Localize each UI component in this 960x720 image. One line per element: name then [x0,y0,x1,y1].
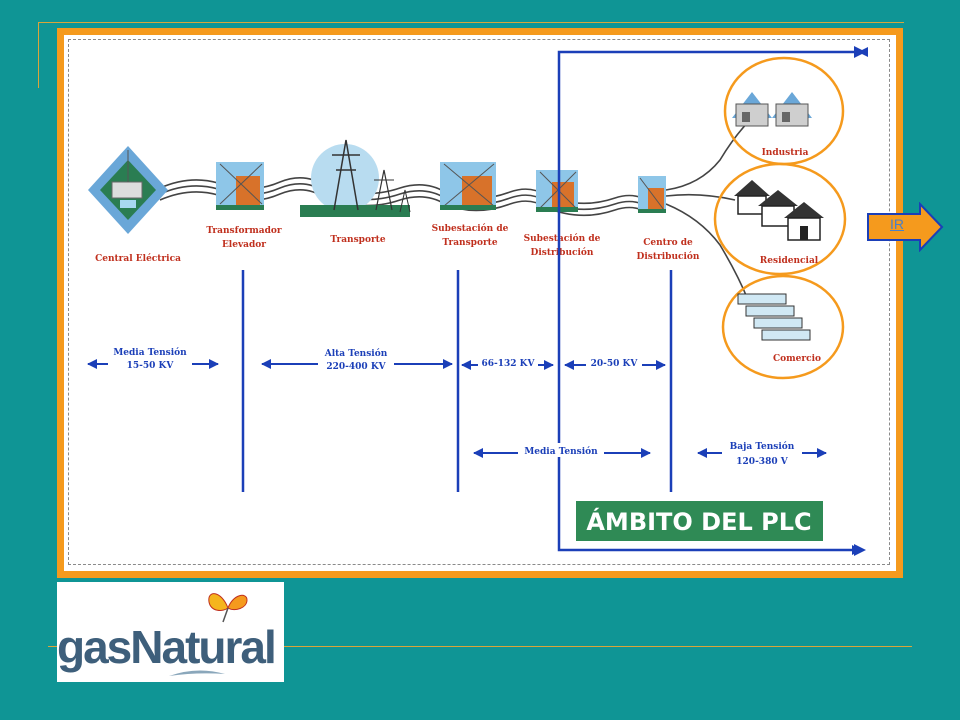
gas-natural-wordmark: gasNatural [57,621,277,673]
central-electrica-icon [88,146,168,234]
plc-arrow-top [854,46,866,58]
subestacion-transporte-icon [440,162,496,210]
comercio-circle [721,274,845,380]
transporte-icon [300,139,411,217]
ir-next-button[interactable] [866,202,944,252]
residencial-circle [713,162,847,276]
plc-scope-bracket [557,47,868,555]
butterfly-icon [208,593,248,623]
decor-line-left [38,22,39,88]
plc-scope-label: ÁMBITO DEL PLC [586,507,811,536]
label-industria: Industria [762,148,809,158]
comercio-icon [737,293,811,341]
plc-scope-box [576,501,823,541]
label-66-132kv: 66-132 KV [482,359,536,369]
label-20-50kv: 20-50 KV [591,359,639,369]
gas-natural-logo: gasNatural [57,582,284,682]
label-transporte: Transporte [330,235,385,245]
subestacion-distribucion-icon [536,170,578,212]
centro-distribucion-icon [638,176,666,213]
decor-line-bottom [48,646,912,647]
logo-swoosh-icon [169,670,225,676]
label-residencial: Residencial [760,256,819,266]
voltage-separators [241,270,673,492]
residencial-icon [734,180,824,241]
plc-arrow-bottom [854,544,866,556]
industria-icon [732,92,812,127]
ir-link[interactable]: IR [890,216,904,232]
label-comercio: Comercio [773,354,821,364]
diagram-border [68,39,890,565]
decor-line-top [38,22,904,23]
label-media-tension-2: Media Tensión [524,446,598,457]
transformador-elevador-icon [216,162,264,210]
label-central-electrica: Central Eléctrica [95,253,181,264]
